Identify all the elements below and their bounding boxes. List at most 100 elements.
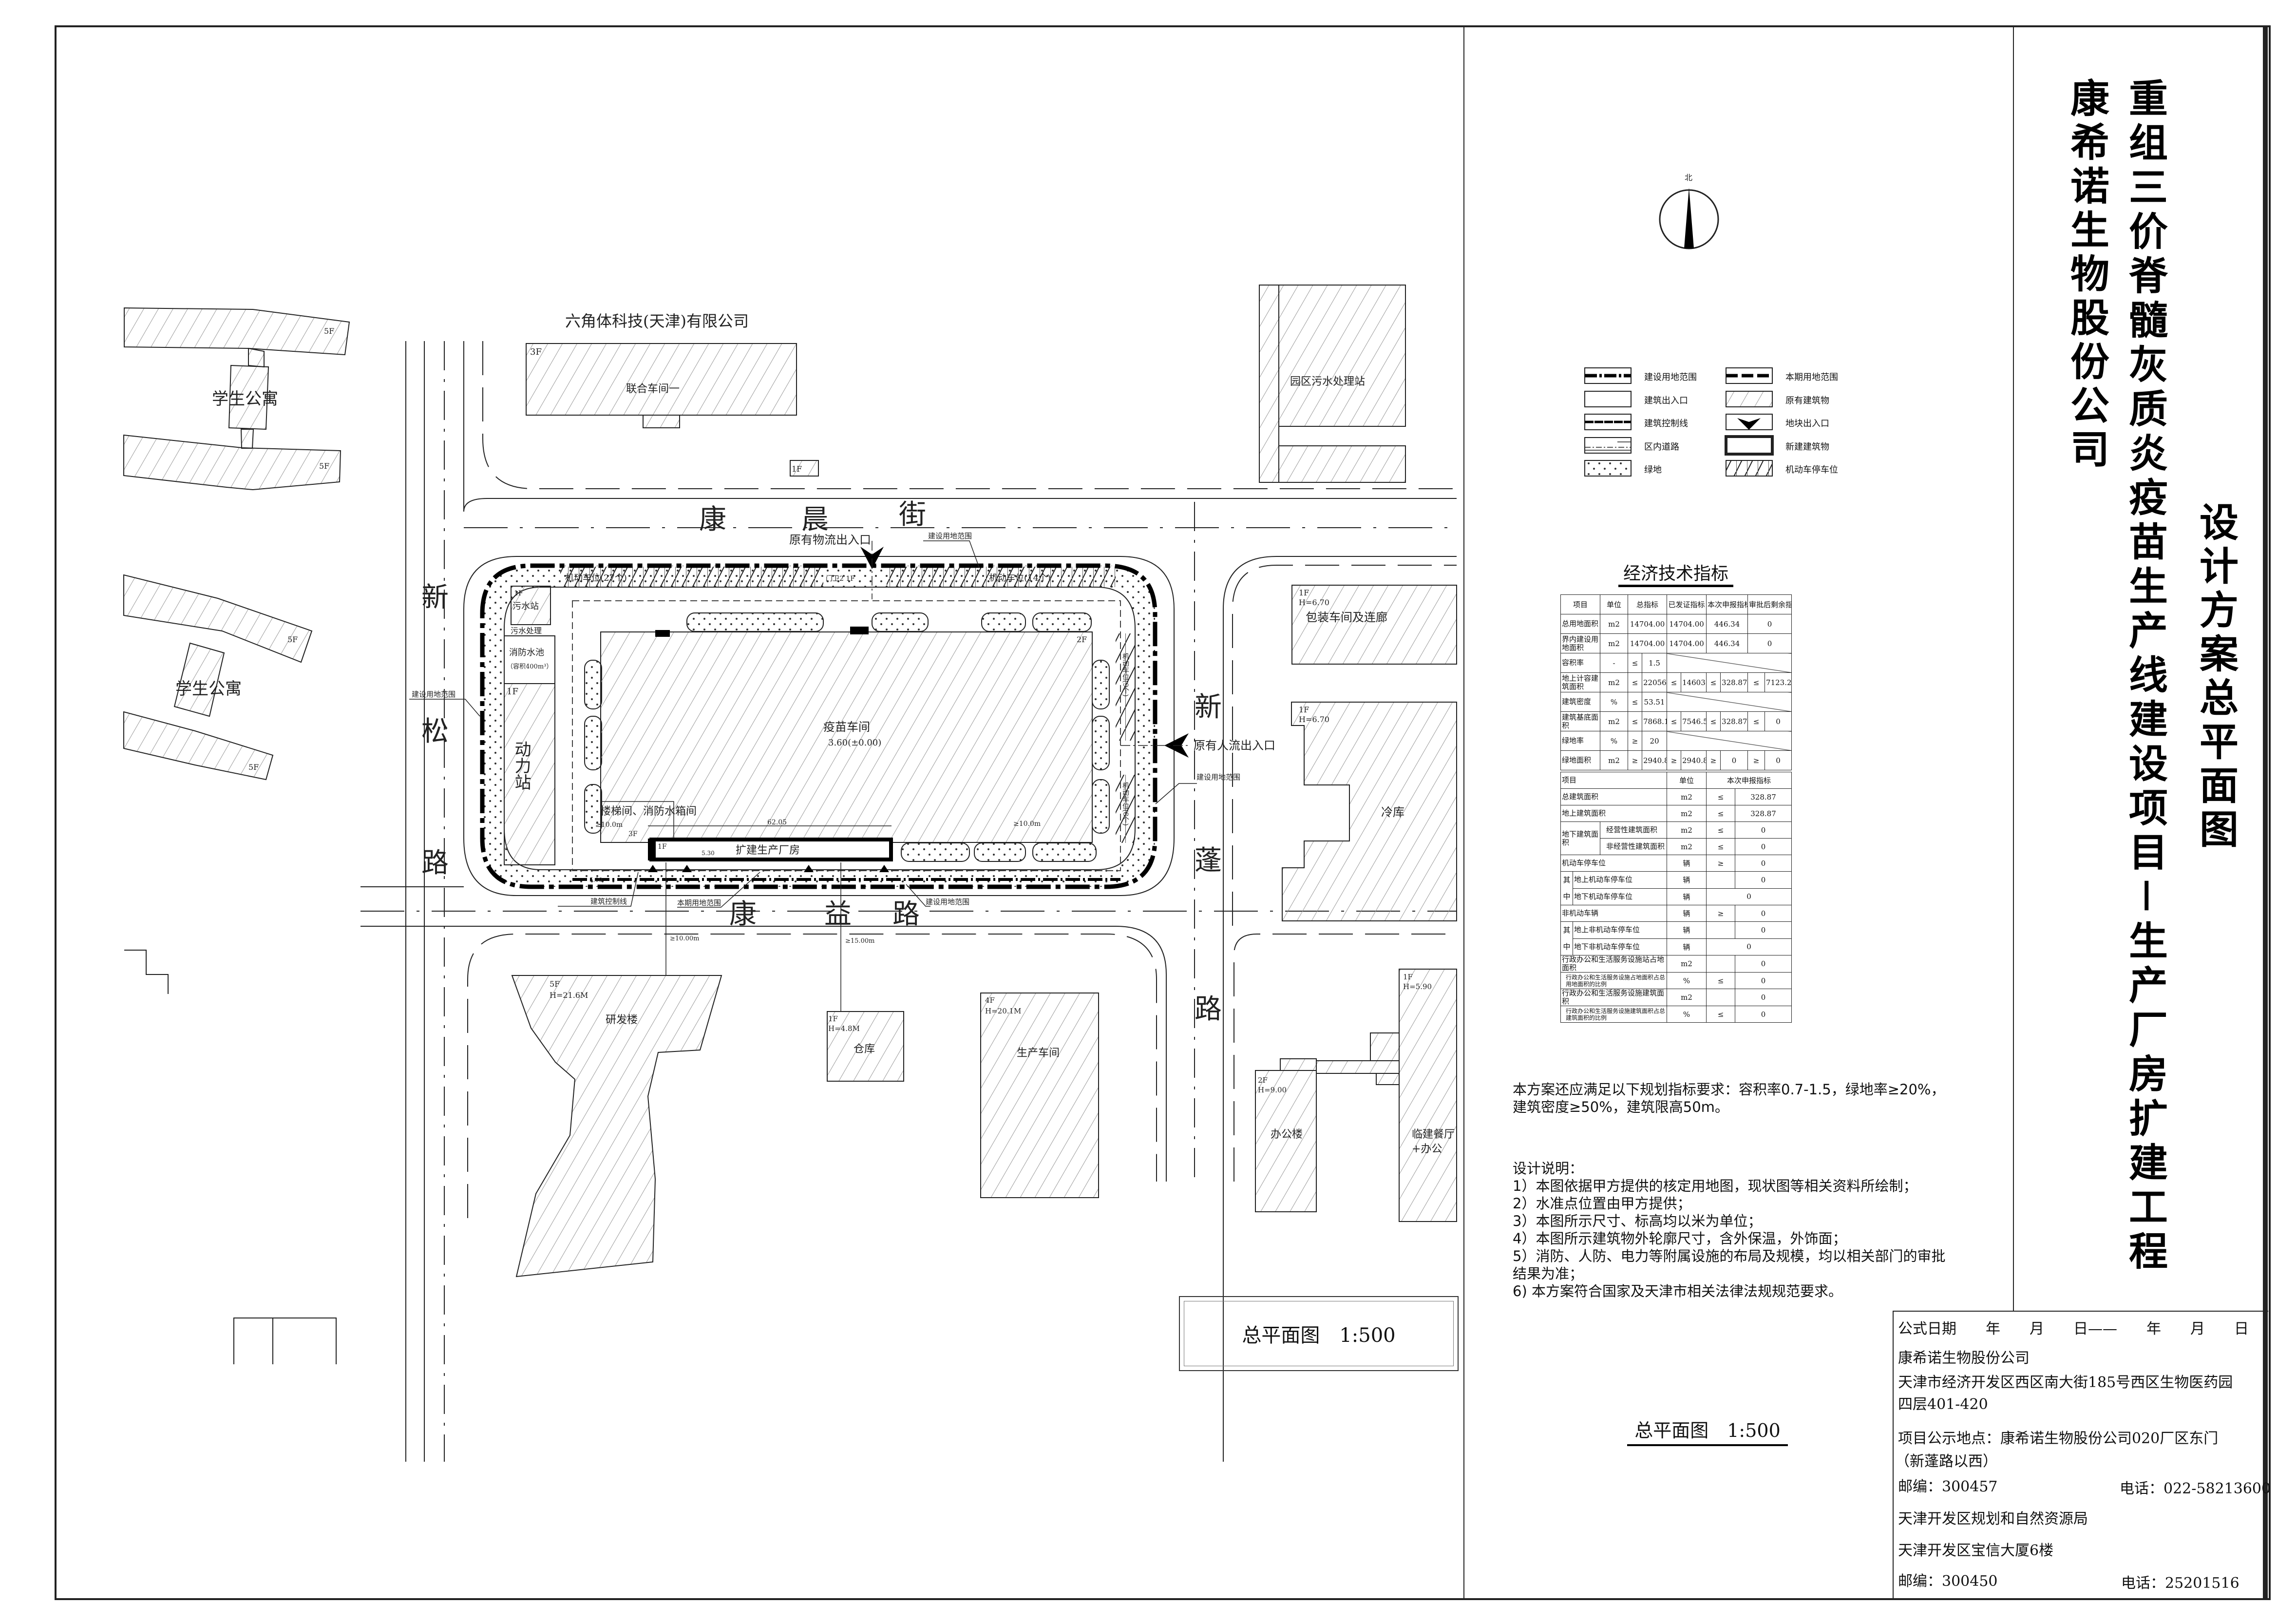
indicator-item: 非经营性建筑面积 [1600, 838, 1667, 855]
publicity-date: 公式日期 年 月 日—— 年 月 日 [1898, 1320, 2249, 1337]
dimension-label: 5.00 [589, 877, 603, 883]
comparison-symbol: ≤ [1628, 653, 1642, 673]
indicator-value: 2940.8 [1641, 750, 1668, 770]
phase-boundary-label: 本期用地范围 [677, 898, 721, 907]
fire-pool-capacity-label: （容积400m³） [507, 663, 552, 670]
publicity-postcode: 邮编：300457 [1898, 1478, 1998, 1495]
indicator-unit: 辆 [1667, 905, 1707, 922]
indicator-item: 容积率 [1560, 653, 1600, 673]
height-label: H=9.00 [1258, 1086, 1287, 1094]
table-row: 地上计容建筑面积m2≤22056.00≤14603.93≤328.87≤7123… [1560, 672, 1792, 692]
stair-room [600, 801, 674, 843]
scale-label: 总平面图 1:500 [1184, 1301, 1454, 1366]
road-name-char: 路 [892, 898, 920, 930]
table-row: 容积率-≤1.5 [1560, 653, 1792, 673]
misc-outlines [124, 950, 337, 1364]
table-header-cell: 项目 [1560, 772, 1667, 789]
dimension-label: ≥10.0m [595, 821, 623, 829]
comparison-symbol [1706, 955, 1735, 973]
logistics-entrance-label: 原有物流出入口 [789, 533, 871, 547]
comparison-symbol [1706, 989, 1735, 1006]
site-boundary-label: 建设用地范围 [926, 897, 969, 906]
legend-building-entrance: 建筑出入口 [1644, 396, 1688, 406]
road-name-char: 松 [421, 716, 449, 747]
dimension-label: 5.30 [702, 850, 715, 857]
project-site [409, 540, 1197, 1012]
comparison-symbol: ≤ [1706, 838, 1735, 855]
indicator-item: 非机动车辆 [1560, 905, 1667, 922]
indicator-item: 行政办公和生活服务设施占地面积占总用地面积的比例 [1560, 972, 1667, 989]
comparison-symbol: ≤ [1747, 672, 1765, 692]
new-building-label: 扩建生产厂房 [736, 844, 800, 857]
indicator-unit: % [1667, 972, 1707, 989]
design-note: 5）消防、人防、电力等附属设施的布局及规模，均以相关部门的审批结果为准； [1513, 1248, 1946, 1282]
table-row: 行政办公和生活服务设施占地面积占总用地面积的比例%≤0 [1560, 972, 1792, 989]
building-label: 办公楼 [1271, 1128, 1303, 1141]
comparison-symbol: ≤ [1667, 711, 1682, 731]
indicator-value: 328.87 [1734, 805, 1792, 822]
dimension-label: 62.05 [767, 819, 787, 826]
indicator-item: 地上建筑面积 [1560, 805, 1667, 822]
dimension-label: ≥15.00m [845, 937, 874, 945]
indicator-value: 0 [1720, 750, 1748, 770]
legend-new-building: 新建建筑物 [1785, 442, 1829, 452]
indicator-item: 经营性建筑面积 [1600, 821, 1667, 839]
indicator-unit: m2 [1600, 633, 1628, 653]
table-header-row: 项目单位本次申报指标 [1560, 772, 1792, 789]
indicator-unit: m2 [1600, 614, 1628, 634]
indicator-value: 14704.00 [1627, 614, 1668, 634]
indicator-value: 0 [1734, 955, 1792, 973]
floors-label: 5F [248, 763, 259, 772]
comparison-symbol: ≥ [1628, 731, 1642, 751]
indicator-item: 地下机动车停车位 [1573, 888, 1667, 905]
comparison-symbol: ≤ [1747, 711, 1765, 731]
floors-label: 1F [1299, 705, 1309, 714]
indicator-value: 14603.93 [1681, 672, 1707, 692]
empty-diagonal-cell [1667, 731, 1792, 751]
indicator-item: 机动车停车位 [1560, 855, 1667, 872]
floors-label: 3F [530, 347, 542, 357]
indicator-unit: m2 [1667, 989, 1707, 1006]
indicator-unit: m2 [1600, 672, 1628, 692]
publicity-phone: 电话：022-58213600 [2120, 1480, 2271, 1497]
power-station-label: 动力站 [512, 741, 531, 790]
building-entrance-markers [648, 865, 889, 872]
comparison-symbol: ≥ [1628, 750, 1642, 770]
publicity-postcode: 邮编：300450 [1898, 1573, 1998, 1590]
sewage-treatment-label: 污水处理 [511, 626, 542, 635]
vaccine-workshop-label: 疫苗车间 [823, 720, 870, 734]
phase-boundary-line [572, 600, 1121, 871]
elevation-label: 3.60(±0.00) [828, 738, 881, 748]
power-station [504, 683, 555, 865]
road-name-char: 新 [1195, 691, 1222, 723]
indicator-item: 行政办公和生活服务设施建筑面积 [1560, 989, 1667, 1006]
publicity-company: 康希诺生物股份公司 [1898, 1350, 2030, 1367]
table-header-cell: 总指标 [1627, 594, 1668, 614]
legend-parking: 机动车停车位 [1785, 465, 1838, 475]
floors-label: 1F [658, 843, 667, 851]
design-note: 2）水准点位置由甲方提供； [1513, 1195, 1691, 1212]
indicators-table: 项目单位总指标已发证指标本次申报指标审批后剩余指标总用地面积m214704.00… [1560, 594, 1792, 770]
indicator-value: 14704.00 [1627, 633, 1668, 653]
comparison-symbol: ≥ [1706, 905, 1735, 922]
comparison-symbol: ≤ [1667, 672, 1682, 692]
building-label: 冷库 [1381, 805, 1404, 819]
indicators-title: 经济技术指标 [1560, 559, 1791, 587]
indicator-value: 2940.8 [1681, 750, 1707, 770]
indicator-unit: 辆 [1667, 921, 1707, 939]
sewage-station [511, 586, 551, 625]
parking-label: 机动车位(8个) [1121, 782, 1129, 826]
indicator-value: 14704.00 [1667, 633, 1707, 653]
legend-site-boundary: 建设用地范围 [1644, 372, 1697, 382]
indicator-unit: 辆 [1667, 888, 1707, 905]
indicator-value: 0 [1765, 711, 1792, 731]
